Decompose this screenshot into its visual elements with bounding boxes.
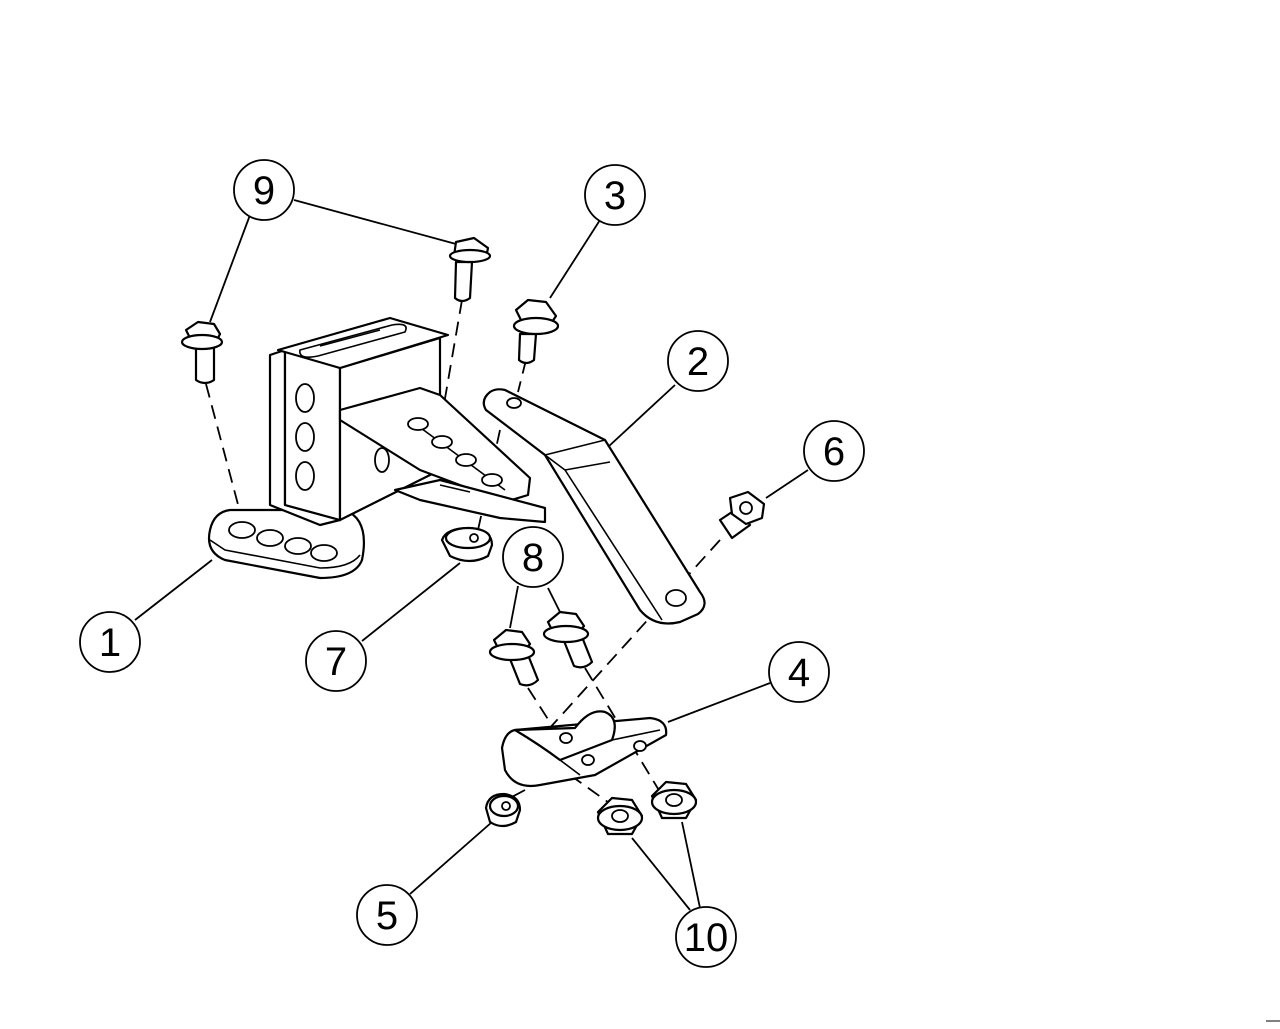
- hex-bolt-6: [718, 490, 766, 540]
- flange-nut-7: [440, 526, 494, 563]
- small-nut-5: [484, 792, 522, 828]
- svg-text:8: 8: [522, 536, 544, 580]
- callout-3: 3: [584, 164, 646, 226]
- leader-lines: [134, 199, 809, 911]
- clamp-block: [500, 710, 668, 788]
- callout-9: 9: [233, 159, 295, 221]
- svg-text:4: 4: [788, 651, 810, 695]
- callout-1: 1: [79, 611, 141, 673]
- bolt-left: [180, 320, 224, 385]
- svg-text:7: 7: [325, 640, 347, 684]
- callout-6: 6: [803, 420, 865, 482]
- callout-2: 2: [667, 330, 729, 392]
- callout-10: 10: [675, 906, 737, 968]
- angled-strap-arm: [482, 388, 706, 625]
- callout-7: 7: [305, 630, 367, 692]
- callout-8: 8: [502, 526, 564, 588]
- hex-nut-10a: [596, 796, 644, 836]
- flange-bolt-8a: [488, 628, 540, 687]
- flange-bolt-8b: [542, 610, 594, 669]
- hex-nut-10b: [650, 780, 698, 820]
- svg-text:5: 5: [376, 894, 398, 938]
- svg-text:9: 9: [253, 169, 275, 213]
- svg-text:10: 10: [684, 916, 729, 960]
- hitch-receiver-bracket: [207, 316, 547, 580]
- svg-text:6: 6: [823, 430, 845, 474]
- svg-text:3: 3: [604, 174, 626, 218]
- svg-text:2: 2: [687, 340, 709, 384]
- callout-4: 4: [768, 641, 830, 703]
- callout-5: 5: [356, 884, 418, 946]
- bolt-right: [448, 236, 492, 303]
- hex-bolt-3: [512, 298, 560, 365]
- svg-text:1: 1: [99, 621, 121, 665]
